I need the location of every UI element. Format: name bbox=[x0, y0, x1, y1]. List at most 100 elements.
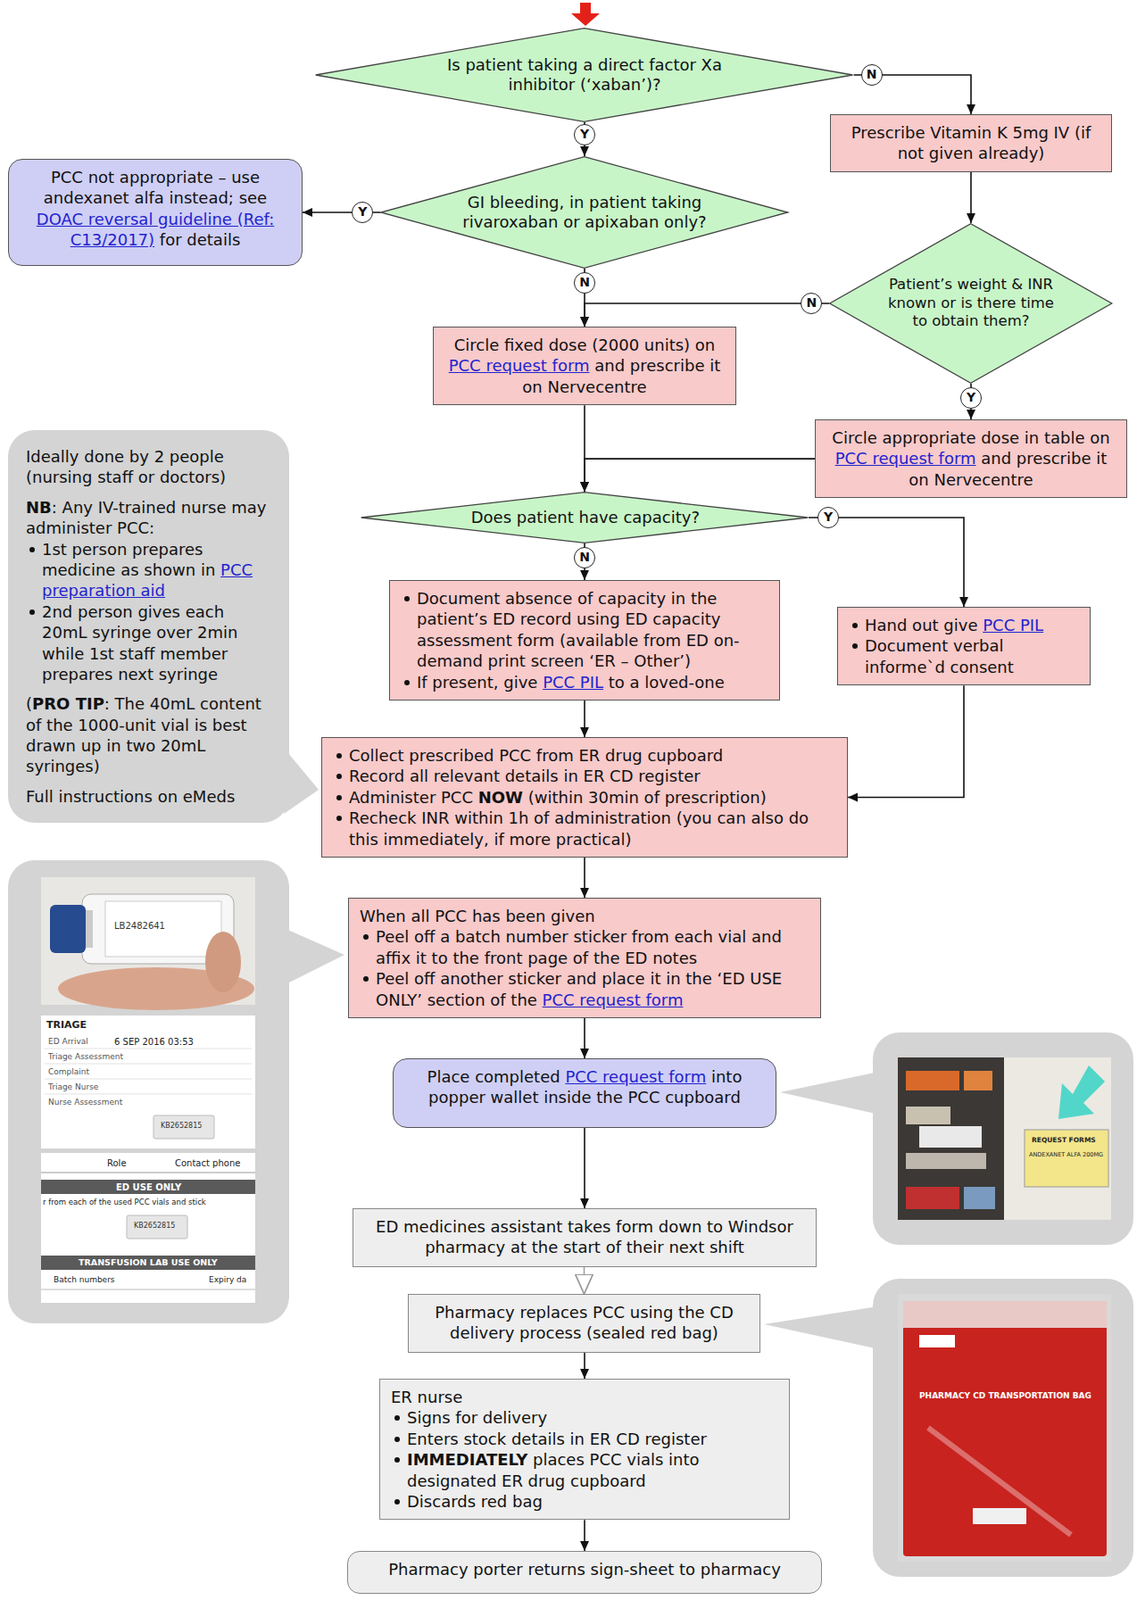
text-line: Collect prescribed PCC from ER drug cupb… bbox=[332, 745, 837, 766]
photo-detail bbox=[972, 1508, 1027, 1525]
node-text: (within 30min of prescription) bbox=[528, 788, 767, 807]
link-text: PCC PIL bbox=[982, 615, 1044, 635]
node-text: Circle appropriate dose in table on bbox=[831, 428, 1110, 448]
bullet-dot bbox=[394, 1436, 400, 1443]
branch-label: Y bbox=[960, 387, 982, 409]
photo-detail bbox=[919, 1126, 982, 1148]
cupboard-photo bbox=[897, 1057, 1112, 1220]
text-line: Ideally done by 2 people (nursing staff … bbox=[25, 446, 272, 489]
node-text: ER nurse bbox=[390, 1387, 463, 1407]
form-field: Role bbox=[107, 1158, 127, 1169]
text-line: Patient’s weight & INR known or is there… bbox=[886, 275, 1056, 332]
bag-print: PHARMACY CD TRANSPORTATION BAG bbox=[919, 1392, 1092, 1402]
callout-tail bbox=[780, 1070, 884, 1116]
pharmacy-step: ER nurseSigns for deliveryEnters stock d… bbox=[379, 1378, 790, 1520]
link-text: PCC request form bbox=[542, 990, 684, 1010]
text-line: Recheck INR within 1h of administration … bbox=[332, 807, 837, 850]
photo-detail bbox=[41, 1172, 256, 1174]
vial-label bbox=[105, 901, 222, 957]
photo-detail bbox=[905, 1186, 960, 1210]
photo-detail bbox=[44, 1078, 252, 1080]
form-bar bbox=[41, 1255, 256, 1270]
text-line: Pharmacy replaces PCC using the CD deliv… bbox=[419, 1302, 749, 1345]
text-line: Place completed PCC request form into po… bbox=[404, 1066, 765, 1109]
diamond-text: Does patient have capacity? bbox=[470, 507, 701, 529]
decision-diamond: Is patient taking a direct factor Xa inh… bbox=[315, 27, 854, 123]
bullet-dot bbox=[394, 1499, 400, 1505]
node-text: Does patient have capacity? bbox=[471, 507, 700, 527]
node-text: IMMEDIATELY bbox=[406, 1450, 528, 1469]
text-line: Is patient taking a direct factor Xa inh… bbox=[437, 55, 732, 96]
bullet-dot bbox=[336, 795, 342, 801]
photo-detail bbox=[905, 1106, 951, 1125]
sticker-number: KB2652815 bbox=[160, 1122, 202, 1131]
branch-label: N bbox=[800, 292, 822, 315]
text-line: Discards red bag bbox=[390, 1491, 779, 1512]
diamond-shape bbox=[361, 492, 809, 544]
node-text: ED medicines assistant takes form down t… bbox=[375, 1217, 794, 1257]
flow-arrow bbox=[583, 857, 586, 898]
photo-detail bbox=[963, 1070, 993, 1091]
decision-diamond: Patient’s weight & INR known or is there… bbox=[829, 223, 1113, 384]
node-text: Is patient taking a direct factor Xa inh… bbox=[447, 55, 723, 95]
sticker-number: KB2652815 bbox=[133, 1222, 175, 1231]
branch-label: N bbox=[861, 64, 883, 86]
hollow-arrow bbox=[583, 1267, 585, 1295]
branch-label: Y bbox=[351, 201, 374, 224]
node-text: Full instructions on eMeds bbox=[25, 787, 235, 806]
node-text: Patient’s weight & INR known or is there… bbox=[888, 275, 1055, 330]
node-text: GI bleeding, in patient taking rivaroxab… bbox=[462, 192, 706, 233]
callout-tail bbox=[763, 1305, 884, 1351]
node-text: Pharmacy replaces PCC using the CD deliv… bbox=[434, 1302, 734, 1343]
process-box: Document absence of capacity in the pati… bbox=[389, 580, 781, 701]
diamond-text: Is patient taking a direct factor Xa inh… bbox=[437, 55, 732, 96]
flow-arrow bbox=[847, 685, 964, 797]
flow-arrow bbox=[970, 172, 972, 224]
form-field: Nurse Assessment bbox=[48, 1098, 123, 1108]
callout-bubble bbox=[872, 1278, 1134, 1577]
node-text: Enters stock details in ER CD register bbox=[406, 1429, 707, 1449]
form-field: Triage Assessment bbox=[48, 1053, 124, 1063]
process-box: Circle appropriate dose in table on PCC … bbox=[814, 419, 1128, 498]
note-callout: Ideally done by 2 people (nursing staff … bbox=[8, 430, 290, 823]
bullet-dot bbox=[394, 1415, 400, 1421]
node-text: Prescribe Vitamin K 5mg IV (if not given… bbox=[851, 123, 1092, 163]
decision-diamond: GI bleeding, in patient taking rivaroxab… bbox=[380, 156, 789, 269]
photo-detail bbox=[41, 1289, 256, 1291]
node-text: Discards red bag bbox=[406, 1492, 543, 1511]
bag-photo bbox=[897, 1294, 1112, 1562]
text-line: NB: Any IV-trained nurse may administer … bbox=[25, 497, 272, 540]
form-instruction: r from each of the used PCC vials and st… bbox=[42, 1198, 207, 1207]
bullet-dot bbox=[336, 815, 342, 822]
flow-arrow bbox=[583, 1128, 586, 1209]
text-line: Hand out give PCC PIL bbox=[848, 614, 1079, 636]
text-line: Full instructions on eMeds bbox=[25, 786, 272, 807]
photo-detail bbox=[905, 1153, 987, 1170]
form-field: ED Arrival bbox=[48, 1037, 89, 1047]
callout-bubble bbox=[8, 860, 290, 1324]
form-bar bbox=[41, 1179, 256, 1195]
process-box: Collect prescribed PCC from ER drug cupb… bbox=[321, 737, 848, 858]
text-line: Document verbal informe`d consent bbox=[848, 635, 1079, 678]
photo-detail bbox=[44, 1094, 252, 1096]
bullet-dot bbox=[404, 680, 410, 686]
node-text: Document absence of capacity in the pati… bbox=[416, 589, 740, 671]
cupboard-callout bbox=[780, 1032, 1134, 1245]
text-line: Peel off another sticker and place it in… bbox=[359, 968, 810, 1011]
text-line: Document absence of capacity in the pati… bbox=[400, 588, 769, 673]
node-text: PCC not appropriate – use andexanet alfa… bbox=[43, 167, 267, 208]
text-line: Administer PCC NOW (within 30min of pres… bbox=[332, 787, 837, 808]
node-text: : Any IV-trained nurse may administer PC… bbox=[25, 497, 266, 538]
bullet-dot bbox=[336, 773, 342, 780]
decision-diamond: Does patient have capacity? bbox=[360, 491, 809, 544]
form-value: 6 SEP 2016 03:53 bbox=[114, 1037, 194, 1047]
pharmacy-step: Pharmacy replaces PCC using the CD deliv… bbox=[407, 1294, 761, 1353]
vial-batch-number: LB2482641 bbox=[114, 921, 166, 931]
node-text: Place completed bbox=[427, 1067, 561, 1087]
bullet-dot bbox=[404, 596, 410, 602]
text-line: GI bleeding, in patient taking rivaroxab… bbox=[432, 192, 737, 233]
node-text: Document verbal informe`d consent bbox=[864, 636, 1014, 676]
flow-arrow bbox=[583, 700, 586, 738]
diamond-shape bbox=[829, 224, 1113, 384]
callout-bubble bbox=[872, 1032, 1134, 1245]
